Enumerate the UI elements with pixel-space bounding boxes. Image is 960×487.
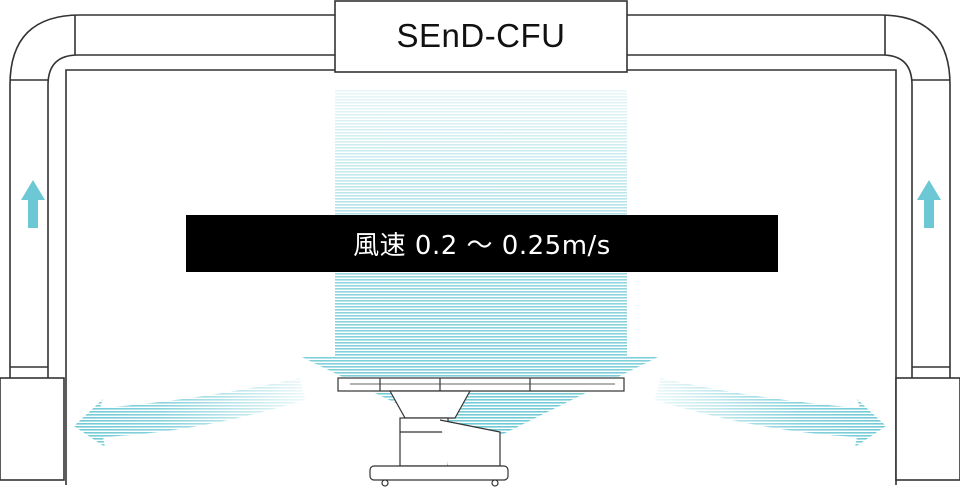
return-duct [9, 14, 951, 378]
arrow-right-icon [650, 375, 900, 452]
airflow-speed-label: 風速 0.2 ～ 0.25m/s [186, 215, 778, 272]
room-frame [0, 69, 960, 485]
arrow-left-icon [60, 375, 310, 452]
arrow-up-icon [21, 180, 45, 228]
operating-table [337, 377, 625, 487]
clean-fan-unit [334, 0, 628, 73]
arrow-up-icon [917, 180, 941, 228]
